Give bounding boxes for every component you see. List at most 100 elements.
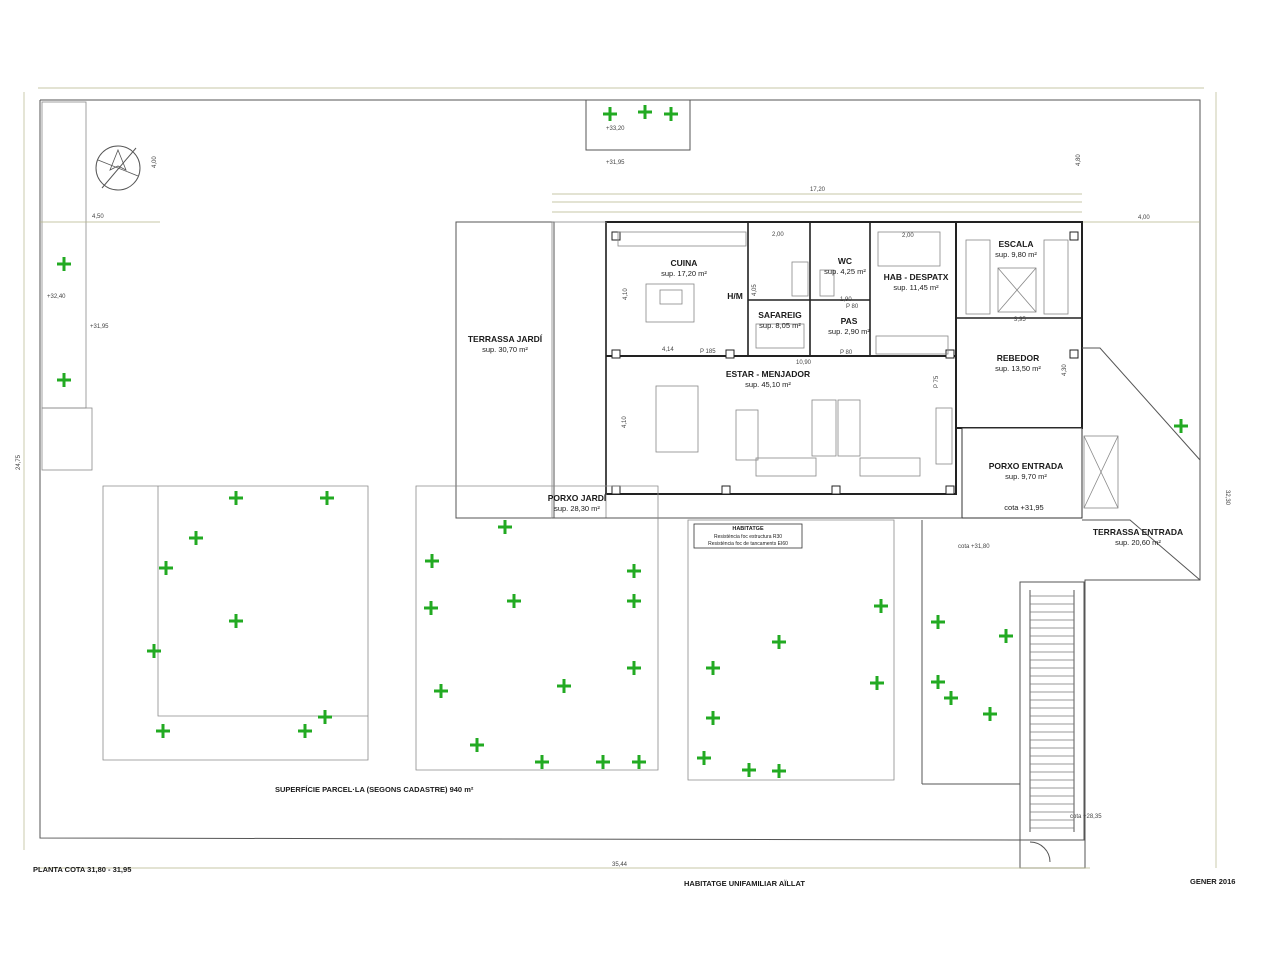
pas-area: sup. 2,90 m²: [828, 327, 870, 336]
plant-icon: [983, 707, 997, 721]
note-habitatge: HABITATGE: [732, 526, 764, 532]
top-terrace: +33,20 +31,95: [585, 99, 691, 166]
plant-icon: [632, 755, 646, 769]
plant-icon: [627, 661, 641, 675]
porxo-entrada-area: sup. 9,70 m²: [1005, 472, 1047, 481]
plant-icon: [706, 661, 720, 675]
dim-right-strip: 4,00: [1138, 215, 1150, 221]
plant-icon: [596, 755, 610, 769]
dim-left-strip: 4,50: [92, 214, 104, 220]
plant-icon: [320, 491, 334, 505]
level-31-95-top: +31,95: [606, 160, 625, 166]
safareig-name: SAFAREIG: [758, 310, 802, 320]
room-labels: CUINA sup. 17,20 m² WC sup. 4,25 m² HAB …: [548, 239, 1064, 513]
pas-name: PAS: [841, 316, 858, 326]
plant-icon: [229, 491, 243, 505]
rebedor-area: sup. 13,50 m²: [995, 364, 1041, 373]
plant-icon: [999, 629, 1013, 643]
plant-icon: [742, 763, 756, 777]
fire-note: HABITATGE Resistència foc estructura R30…: [693, 523, 803, 549]
dim-4-10-a: 4,10: [623, 288, 629, 300]
dim-4-14: 4,14: [662, 347, 674, 353]
terrassa-jardi-area: sup. 30,70 m²: [482, 345, 528, 354]
escala-name: ESCALA: [999, 239, 1034, 249]
wc-name: WC: [838, 256, 852, 266]
plant-icon: [156, 724, 170, 738]
plant-icon: [507, 594, 521, 608]
dim-right-strip-h: 4,80: [1076, 154, 1082, 166]
dim-10-90: 10,90: [796, 360, 812, 366]
dim-4-10-b: 4,10: [622, 416, 628, 428]
level-32-40: +32,40: [47, 294, 66, 300]
dim-4-30: 4,30: [1062, 364, 1068, 376]
porxo-entrada-name: PORXO ENTRADA: [989, 461, 1064, 471]
plant-icon: [318, 710, 332, 724]
plant-icon: [434, 684, 448, 698]
dim-top-total: 17,20: [810, 187, 826, 193]
hab-area: sup. 11,45 m²: [893, 283, 939, 292]
plant-icon: [603, 107, 617, 121]
interior-dimensions: 4,14 10,90 4,10 4,10 P 185 2,00 2,00 3,9…: [622, 232, 1068, 428]
vegetation: [57, 105, 1188, 778]
house: [551, 221, 1083, 519]
plant-icon: [627, 564, 641, 578]
level-31-80: cota +31,80: [958, 544, 990, 550]
dim-p80-b: P 80: [840, 350, 853, 356]
wc-area: sup. 4,25 m²: [824, 267, 866, 276]
plant-icon: [557, 679, 571, 693]
bottom-labels: SUPERFÍCIE PARCEL·LA (SEGONS CADASTRE) 9…: [33, 785, 1235, 888]
estar-area: sup. 45,10 m²: [745, 380, 791, 389]
plant-icon: [159, 561, 173, 575]
dim-2-00-a: 2,00: [772, 232, 784, 238]
left-strip: 4,50 4,00 +32,40 +31,95: [40, 101, 160, 471]
note-line2: Resistència foc de tancaments EI60: [708, 541, 788, 547]
porxo-jardi-area: sup. 28,30 m²: [554, 504, 600, 513]
escala-area: sup. 9,80 m²: [995, 250, 1037, 259]
parcel-surface-label: SUPERFÍCIE PARCEL·LA (SEGONS CADASTRE) 9…: [275, 785, 474, 794]
dim-left-strip-h: 4,00: [152, 156, 158, 168]
plant-icon: [57, 257, 71, 271]
cuina-area: sup. 17,20 m²: [661, 269, 707, 278]
plant-icon: [147, 644, 161, 658]
dim-2-00-b: 2,00: [902, 233, 914, 239]
dim-4-05: 4,05: [752, 284, 758, 296]
plant-icon: [498, 520, 512, 534]
terrassa-jardi-name: TERRASSA JARDÍ: [468, 334, 543, 344]
plant-icon: [57, 373, 71, 387]
hm-name: H/M: [727, 291, 743, 301]
furniture: [617, 231, 1119, 509]
porxo-jardi-name: PORXO JARDÍ: [548, 493, 607, 503]
garden-beds: [102, 485, 895, 781]
dim-p75: P 75: [934, 375, 940, 388]
level-28-35: cota +28,35: [1070, 814, 1102, 820]
cuina-name: CUINA: [671, 258, 698, 268]
plant-icon: [931, 675, 945, 689]
stair-treads: [1030, 595, 1074, 829]
plant-icon: [874, 599, 888, 613]
plant-icon: [425, 554, 439, 568]
level-31-95-left: +31,95: [90, 324, 109, 330]
terrassa-entrada-area: sup. 20,60 m²: [1115, 538, 1161, 547]
terrassa-jardi: TERRASSA JARDÍ sup. 30,70 m²: [455, 221, 555, 519]
plant-icon: [627, 594, 641, 608]
dim-right-side: 32,30: [1224, 490, 1230, 506]
plot-boundary: 24,75 32,30 35,44: [16, 87, 1230, 869]
plant-icon: [706, 711, 720, 725]
dim-3-95: 3,95: [1014, 317, 1026, 323]
dim-left-side: 24,75: [16, 454, 22, 470]
hab-name: HAB - DESPATX: [884, 272, 949, 282]
plant-icon: [1174, 419, 1188, 433]
planta-label: PLANTA COTA 31,80 - 31,95: [33, 865, 131, 874]
plant-icon: [189, 531, 203, 545]
dim-bottom: 35,44: [612, 862, 628, 868]
right-side: TERRASSA ENTRADA sup. 20,60 m² cota +31,…: [921, 347, 1201, 863]
top-dimensions: 17,20 4,00 4,80: [552, 154, 1200, 223]
dim-p80-a: P 80: [846, 304, 859, 310]
terrassa-entrada-name: TERRASSA ENTRADA: [1093, 527, 1183, 537]
plant-icon: [870, 676, 884, 690]
safareig-area: sup. 8,05 m²: [759, 321, 801, 330]
plant-icon: [638, 105, 652, 119]
plant-icon: [229, 614, 243, 628]
note-line1: Resistència foc estructura R30: [714, 534, 782, 540]
plant-icon: [931, 615, 945, 629]
